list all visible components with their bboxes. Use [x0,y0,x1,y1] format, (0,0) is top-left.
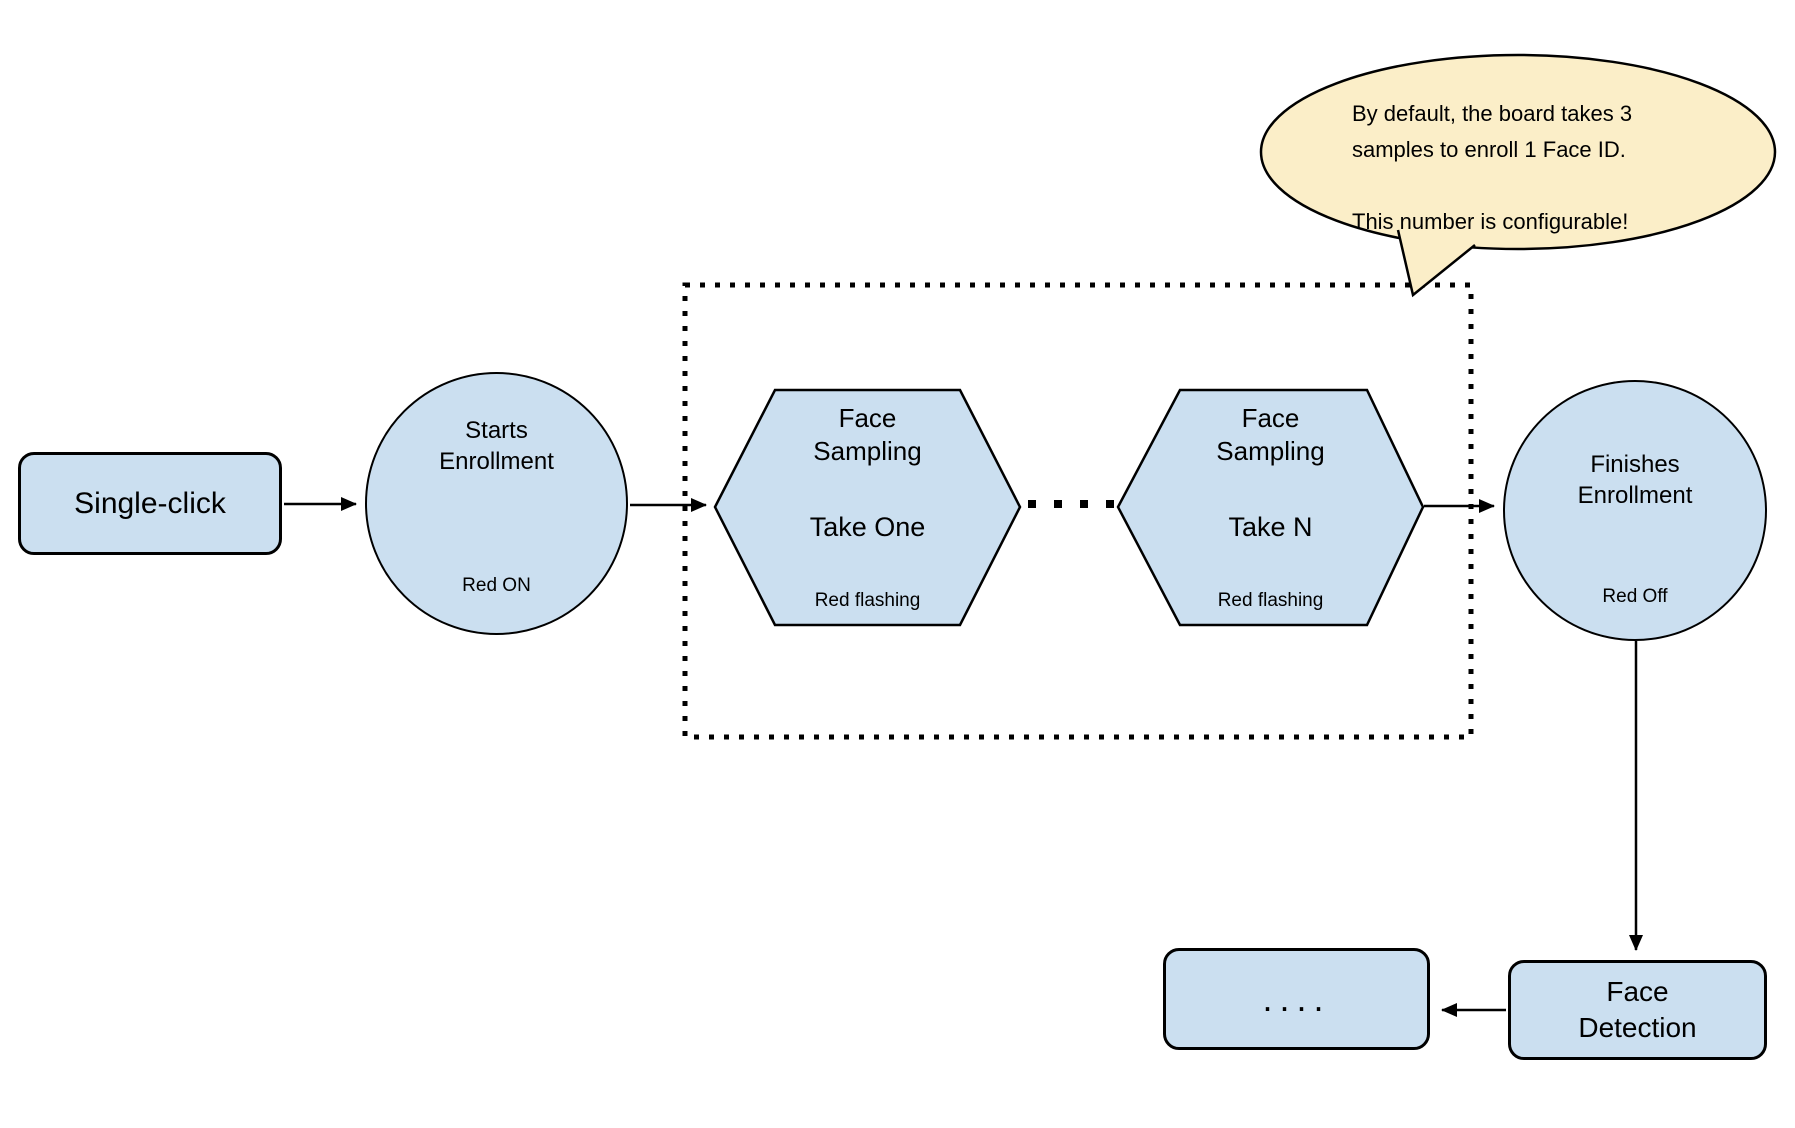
node-finishes-enrollment [1503,380,1767,641]
node-more-label: .... [1262,978,1331,1019]
face-sampling-one-subtitle: Take One [809,512,926,542]
hexagon-face-sampling-one [713,388,1022,627]
face-sampling-n-title: Face Sampling [1216,403,1325,466]
ellipsis-dots-icon [1028,500,1114,508]
hexagon-face-sampling-n [1116,388,1425,627]
callout-line-2: samples to enroll 1 Face ID. [1352,137,1626,162]
node-single-click: Single-click [18,452,282,555]
sampling-group-dotted-border [682,282,1474,740]
node-face-detection: Face Detection [1508,960,1767,1060]
face-sampling-one-status: Red flashing [814,590,921,611]
node-face-sampling-n-text: Face Sampling Take N Red flashing [1118,390,1423,625]
node-face-detection-label: Face Detection [1578,975,1697,1043]
callout-line-1: By default, the board takes 3 [1352,101,1633,126]
callout-text: By default, the board takes 3 samples to… [1352,96,1772,240]
node-starts-enrollment [365,372,628,635]
callout-line-3: This number is configurable! [1352,209,1629,234]
face-sampling-n-status: Red flashing [1217,590,1324,611]
face-sampling-n-subtitle: Take N [1228,512,1313,542]
node-face-sampling-one-text: Face Sampling Take One Red flashing [715,390,1020,625]
node-single-click-label: Single-click [74,486,226,520]
node-more: .... [1163,948,1430,1050]
face-sampling-one-title: Face Sampling [813,403,922,466]
